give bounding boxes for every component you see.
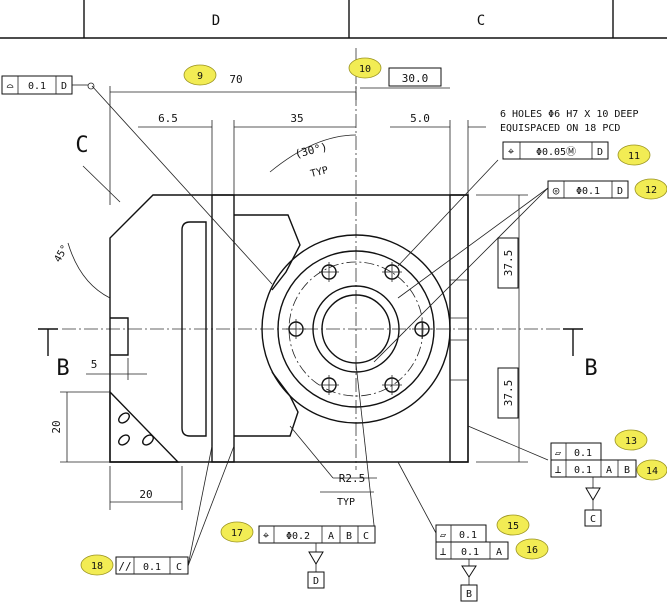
bolt-hole <box>382 262 402 282</box>
svg-text:10: 10 <box>359 64 371 75</box>
dim-30: 30.0 <box>402 72 429 85</box>
angle-45: 45° <box>53 243 72 264</box>
pos-holes-datum: D <box>597 147 603 158</box>
zone-label-d: D <box>212 13 220 29</box>
conc-symbol: ◎ <box>553 184 560 197</box>
svg-text:9: 9 <box>197 71 203 82</box>
fcf-position-d: ⌖ Φ0.2 A B C D <box>258 525 376 589</box>
pos-d-symbol: ⌖ <box>263 529 269 542</box>
dim-35: 35 <box>290 112 303 125</box>
fcf-flatness-perp-c: ▱ 0.1 ⊥ 0.1 A B C <box>550 442 637 527</box>
profile-symbol: ⌓ <box>7 80 14 93</box>
dim-20-vert: 20 <box>50 420 63 433</box>
profile-datum: D <box>61 81 67 92</box>
perp-c-datum-b: B <box>624 465 630 476</box>
svg-text:15: 15 <box>507 521 519 532</box>
section-label-b-left: B <box>56 356 69 381</box>
radius-typ: TYP <box>337 497 355 508</box>
flat-b-symbol: ▱ <box>440 530 446 541</box>
fcf-parallel: // 0.1 C <box>115 556 189 575</box>
view-labels: C B B <box>56 133 597 381</box>
pos-holes-symbol: ⌖ <box>508 145 514 158</box>
fcf-concentricity: ◎ Φ0.1 D <box>547 180 629 199</box>
perp-b-symbol: ⊥ <box>440 545 447 558</box>
dim-20-horiz: 20 <box>139 488 152 501</box>
datum-b: B <box>466 589 472 600</box>
flat-c-symbol: ▱ <box>555 448 561 459</box>
svg-text:17: 17 <box>231 528 243 539</box>
perp-b-tol: 0.1 <box>461 547 479 558</box>
balloons: 9 10 11 12 13 14 15 16 17 18 <box>80 57 667 576</box>
parallel-tol: 0.1 <box>143 562 161 573</box>
balloon-10: 10 <box>348 57 382 79</box>
fcf-profile-surface: ⌓ 0.1 D <box>1 75 95 95</box>
dim-5: 5 <box>91 358 98 371</box>
bolt-hole <box>319 375 339 395</box>
datum-d: D <box>313 576 319 587</box>
parallel-datum: C <box>176 562 182 573</box>
dimension-texts: 70 30.0 6.5 35 5.0 (30°) TYP 45° 5 20 20… <box>50 67 519 508</box>
section-label-c: C <box>75 133 88 158</box>
balloon-9: 9 <box>183 64 217 86</box>
hole-note: 6 HOLES Φ6 H7 X 10 DEEP EQUISPACED ON 18… <box>500 109 638 134</box>
angle-30: (30°) <box>294 140 329 161</box>
balloon-12: 12 <box>634 178 667 200</box>
fcf-flatness-perp-b: ▱ 0.1 ⊥ 0.1 A B <box>435 524 509 602</box>
bolt-hole <box>382 375 402 395</box>
section-label-b-right: B <box>584 356 597 381</box>
svg-text:14: 14 <box>646 466 658 477</box>
datum-c: C <box>590 514 596 525</box>
conc-tol: Φ0.1 <box>576 186 600 197</box>
perp-c-tol: 0.1 <box>574 465 592 476</box>
balloon-14: 14 <box>636 459 667 481</box>
parallel-symbol: // <box>118 560 131 573</box>
zone-label-c: C <box>477 13 485 29</box>
pos-holes-tol: Φ0.05Ⓜ <box>536 146 576 158</box>
note-line-1: 6 HOLES Φ6 H7 X 10 DEEP <box>500 109 638 120</box>
balloon-11: 11 <box>617 144 651 166</box>
svg-text:13: 13 <box>625 436 637 447</box>
balloon-15: 15 <box>496 514 530 536</box>
leader-lines <box>91 85 549 567</box>
perp-c-symbol: ⊥ <box>555 463 562 476</box>
part-outline <box>109 194 469 463</box>
profile-tol: 0.1 <box>28 81 46 92</box>
balloon-18: 18 <box>80 554 114 576</box>
fcf-position-holes: ⌖ Φ0.05Ⓜ D <box>502 141 609 160</box>
bolt-hole <box>286 319 306 339</box>
svg-text:16: 16 <box>526 545 538 556</box>
conc-datum: D <box>617 186 623 197</box>
pos-d-datum-b: B <box>346 531 352 542</box>
bolt-hole <box>412 319 432 339</box>
svg-text:11: 11 <box>628 151 640 162</box>
centerlines <box>62 48 560 470</box>
perp-c-datum-a: A <box>606 465 612 476</box>
bolt-hole <box>319 262 339 282</box>
dim-5-0: 5.0 <box>410 112 430 125</box>
angle-30-typ: TYP <box>309 165 329 180</box>
flat-c-tol: 0.1 <box>574 448 592 459</box>
pos-d-datum-c: C <box>363 531 369 542</box>
dim-6-5: 6.5 <box>158 112 178 125</box>
zone-border: D C <box>0 0 667 39</box>
flat-b-tol: 0.1 <box>459 530 477 541</box>
pos-d-datum-a: A <box>328 531 334 542</box>
dimension-lines <box>60 86 528 510</box>
balloon-17: 17 <box>220 521 254 543</box>
balloon-13: 13 <box>614 429 648 451</box>
perp-b-datum: A <box>496 547 502 558</box>
dim-37-5-top: 37.5 <box>502 250 515 277</box>
pos-d-tol: Φ0.2 <box>286 531 310 542</box>
radius-label: R2.5 <box>339 472 366 485</box>
balloon-16: 16 <box>515 538 549 560</box>
dim-37-5-bottom: 37.5 <box>502 380 515 407</box>
bolt-holes <box>286 262 432 395</box>
svg-text:18: 18 <box>91 561 103 572</box>
dim-70: 70 <box>229 73 242 86</box>
section-markers <box>38 328 583 356</box>
svg-text:12: 12 <box>645 185 657 196</box>
note-line-2: EQUISPACED ON 18 PCD <box>500 123 620 134</box>
